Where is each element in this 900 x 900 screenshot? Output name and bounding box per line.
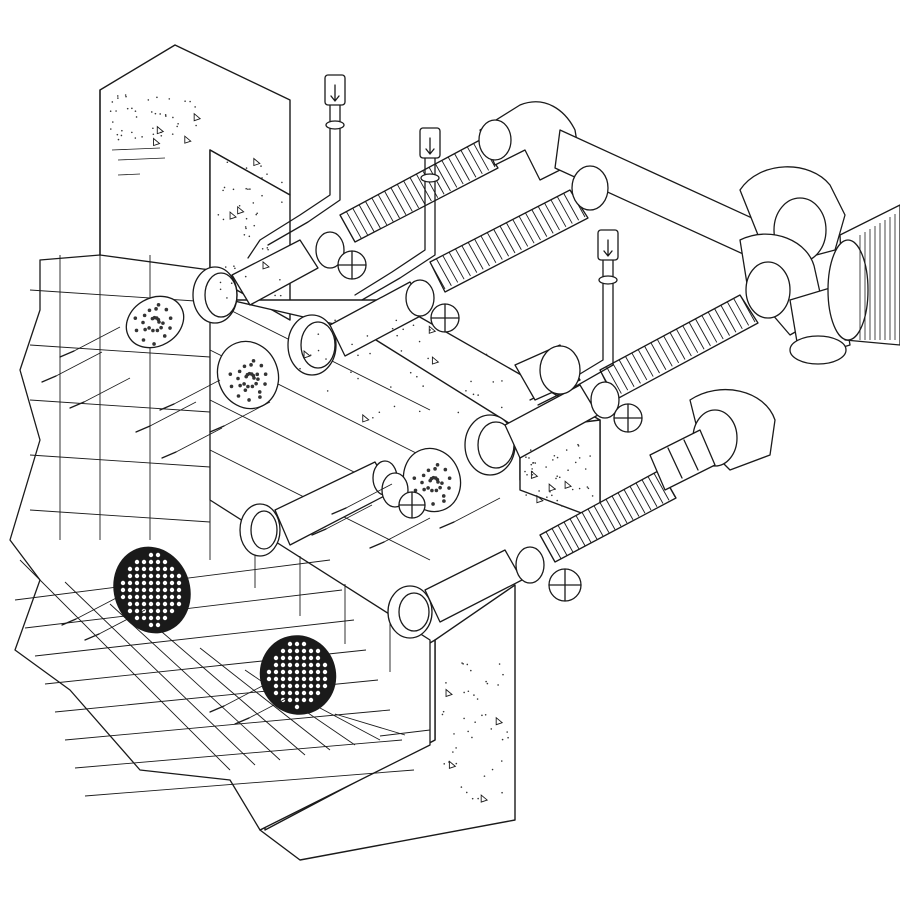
pvc-elbow-top <box>478 101 581 181</box>
flexible-corrugated-hose-1 <box>339 139 499 243</box>
pipe-sleeve-upper <box>231 239 319 306</box>
gate-valve-3 <box>590 381 643 433</box>
gate-valve-5 <box>381 472 426 519</box>
flexible-corrugated-hose-2 <box>429 189 589 293</box>
air-vent-pipe-3 <box>529 229 619 406</box>
wall-inlet-nozzle-1 <box>125 295 185 349</box>
concrete-texture <box>109 94 594 803</box>
gate-valve-4 <box>515 546 582 602</box>
air-vent-pipe-2 <box>354 127 441 301</box>
pvc-pipe-header <box>554 129 801 281</box>
pipe-flange-middle <box>287 314 337 376</box>
pipe-flange-lower-right <box>387 585 433 639</box>
gate-valve-1 <box>315 231 367 280</box>
anchor-screws <box>41 326 501 725</box>
wall-waterline-marks <box>111 147 166 176</box>
pvc-fitting-ledge <box>514 344 581 401</box>
pump-motor <box>827 204 900 346</box>
pipe-sleeve-lower-left <box>274 460 398 546</box>
wall-inlet-nozzle-2 <box>216 340 280 410</box>
pvc-union <box>649 429 716 491</box>
pipe-flange-upper <box>192 266 238 324</box>
main-drain-grate-2 <box>259 635 337 715</box>
pipe-flange-lower-left <box>239 503 281 557</box>
main-drain-grate-1 <box>113 546 191 634</box>
flexible-corrugated-hose-3 <box>599 294 759 401</box>
air-vent-pipe-1 <box>247 74 346 259</box>
gate-valve-2 <box>405 279 460 333</box>
tile-grid <box>14 255 431 797</box>
